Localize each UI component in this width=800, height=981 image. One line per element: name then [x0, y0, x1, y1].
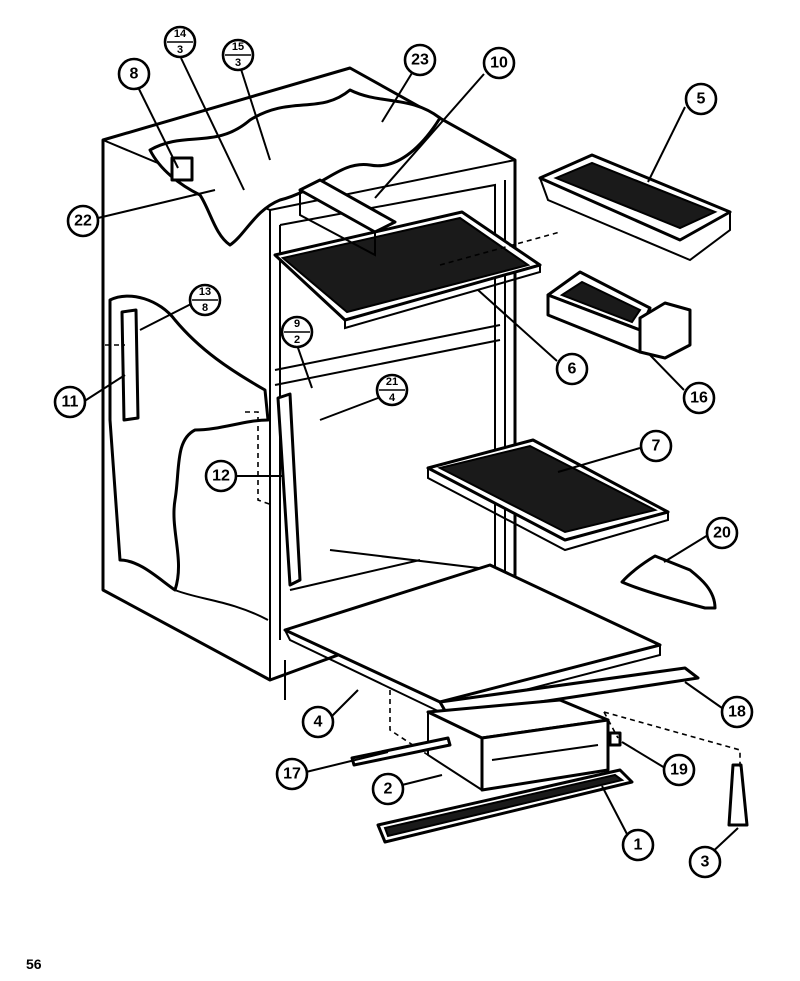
- svg-text:22: 22: [74, 213, 92, 230]
- svg-text:20: 20: [713, 525, 731, 542]
- callout-2: 2: [371, 772, 405, 806]
- svg-text:3: 3: [701, 854, 710, 871]
- crisper-drawer: [389, 690, 610, 792]
- svg-text:16: 16: [690, 390, 708, 407]
- callout-13-8: 13 8: [188, 283, 222, 317]
- callout-12: 12: [204, 459, 238, 493]
- callout-14-3: 14 3: [163, 25, 197, 59]
- page-number: 56: [26, 956, 42, 972]
- svg-text:15: 15: [232, 41, 244, 53]
- clip: [608, 731, 622, 747]
- callout-1: 1: [621, 828, 655, 862]
- svg-text:2: 2: [384, 781, 393, 798]
- svg-text:8: 8: [130, 66, 139, 83]
- callout-10: 10: [482, 46, 516, 80]
- svg-text:6: 6: [568, 361, 577, 378]
- svg-text:17: 17: [283, 766, 301, 783]
- freezer-shelf: [273, 210, 542, 330]
- svg-text:5: 5: [697, 91, 706, 108]
- base-grille: [376, 768, 634, 844]
- callout-18: 18: [720, 695, 754, 729]
- cabinet: [101, 66, 517, 682]
- callout-9-2: 9 2: [280, 315, 314, 349]
- callout-4: 4: [301, 705, 335, 739]
- svg-text:18: 18: [728, 704, 746, 721]
- assembly-lines: [105, 231, 741, 768]
- callout-22: 22: [66, 204, 100, 238]
- leveling-leg: [727, 763, 749, 827]
- svg-text:1: 1: [634, 837, 643, 854]
- rail-guide: [245, 392, 302, 587]
- callout-21-4: 21 4: [375, 373, 409, 407]
- fresh-food-shelf: [426, 438, 670, 552]
- callout-3: 3: [688, 845, 722, 879]
- callout-5: 5: [684, 82, 718, 116]
- callout-23: 23: [403, 43, 437, 77]
- callout-16: 16: [682, 381, 716, 415]
- svg-text:8: 8: [202, 302, 208, 314]
- svg-text:10: 10: [490, 55, 508, 72]
- callout-11: 11: [53, 385, 87, 419]
- svg-text:19: 19: [670, 762, 688, 779]
- drawer-rail: [350, 736, 452, 767]
- callout-20: 20: [705, 516, 739, 550]
- svg-text:3: 3: [235, 57, 241, 69]
- svg-text:14: 14: [174, 28, 187, 40]
- svg-text:3: 3: [177, 44, 183, 56]
- callout-8: 8: [117, 57, 151, 91]
- svg-text:12: 12: [212, 468, 230, 485]
- side-trim: [120, 308, 140, 422]
- callout-7: 7: [639, 429, 673, 463]
- callout-6: 6: [555, 352, 589, 386]
- ice-tray: [538, 153, 732, 262]
- svg-text:9: 9: [294, 318, 300, 330]
- callout-15-3: 15 3: [221, 38, 255, 72]
- svg-text:13: 13: [199, 286, 211, 298]
- svg-text:23: 23: [411, 52, 429, 69]
- drawer-cover: [620, 554, 717, 610]
- ice-maker: [546, 270, 692, 360]
- shelf-support-rail: [298, 178, 397, 257]
- svg-text:21: 21: [386, 376, 398, 388]
- callout-17: 17: [275, 757, 309, 791]
- svg-text:11: 11: [62, 394, 79, 411]
- thermostat: [170, 156, 194, 182]
- svg-text:4: 4: [314, 714, 323, 731]
- callout-19: 19: [662, 753, 696, 787]
- svg-text:2: 2: [294, 334, 300, 346]
- svg-text:4: 4: [389, 392, 396, 404]
- svg-text:7: 7: [652, 438, 661, 455]
